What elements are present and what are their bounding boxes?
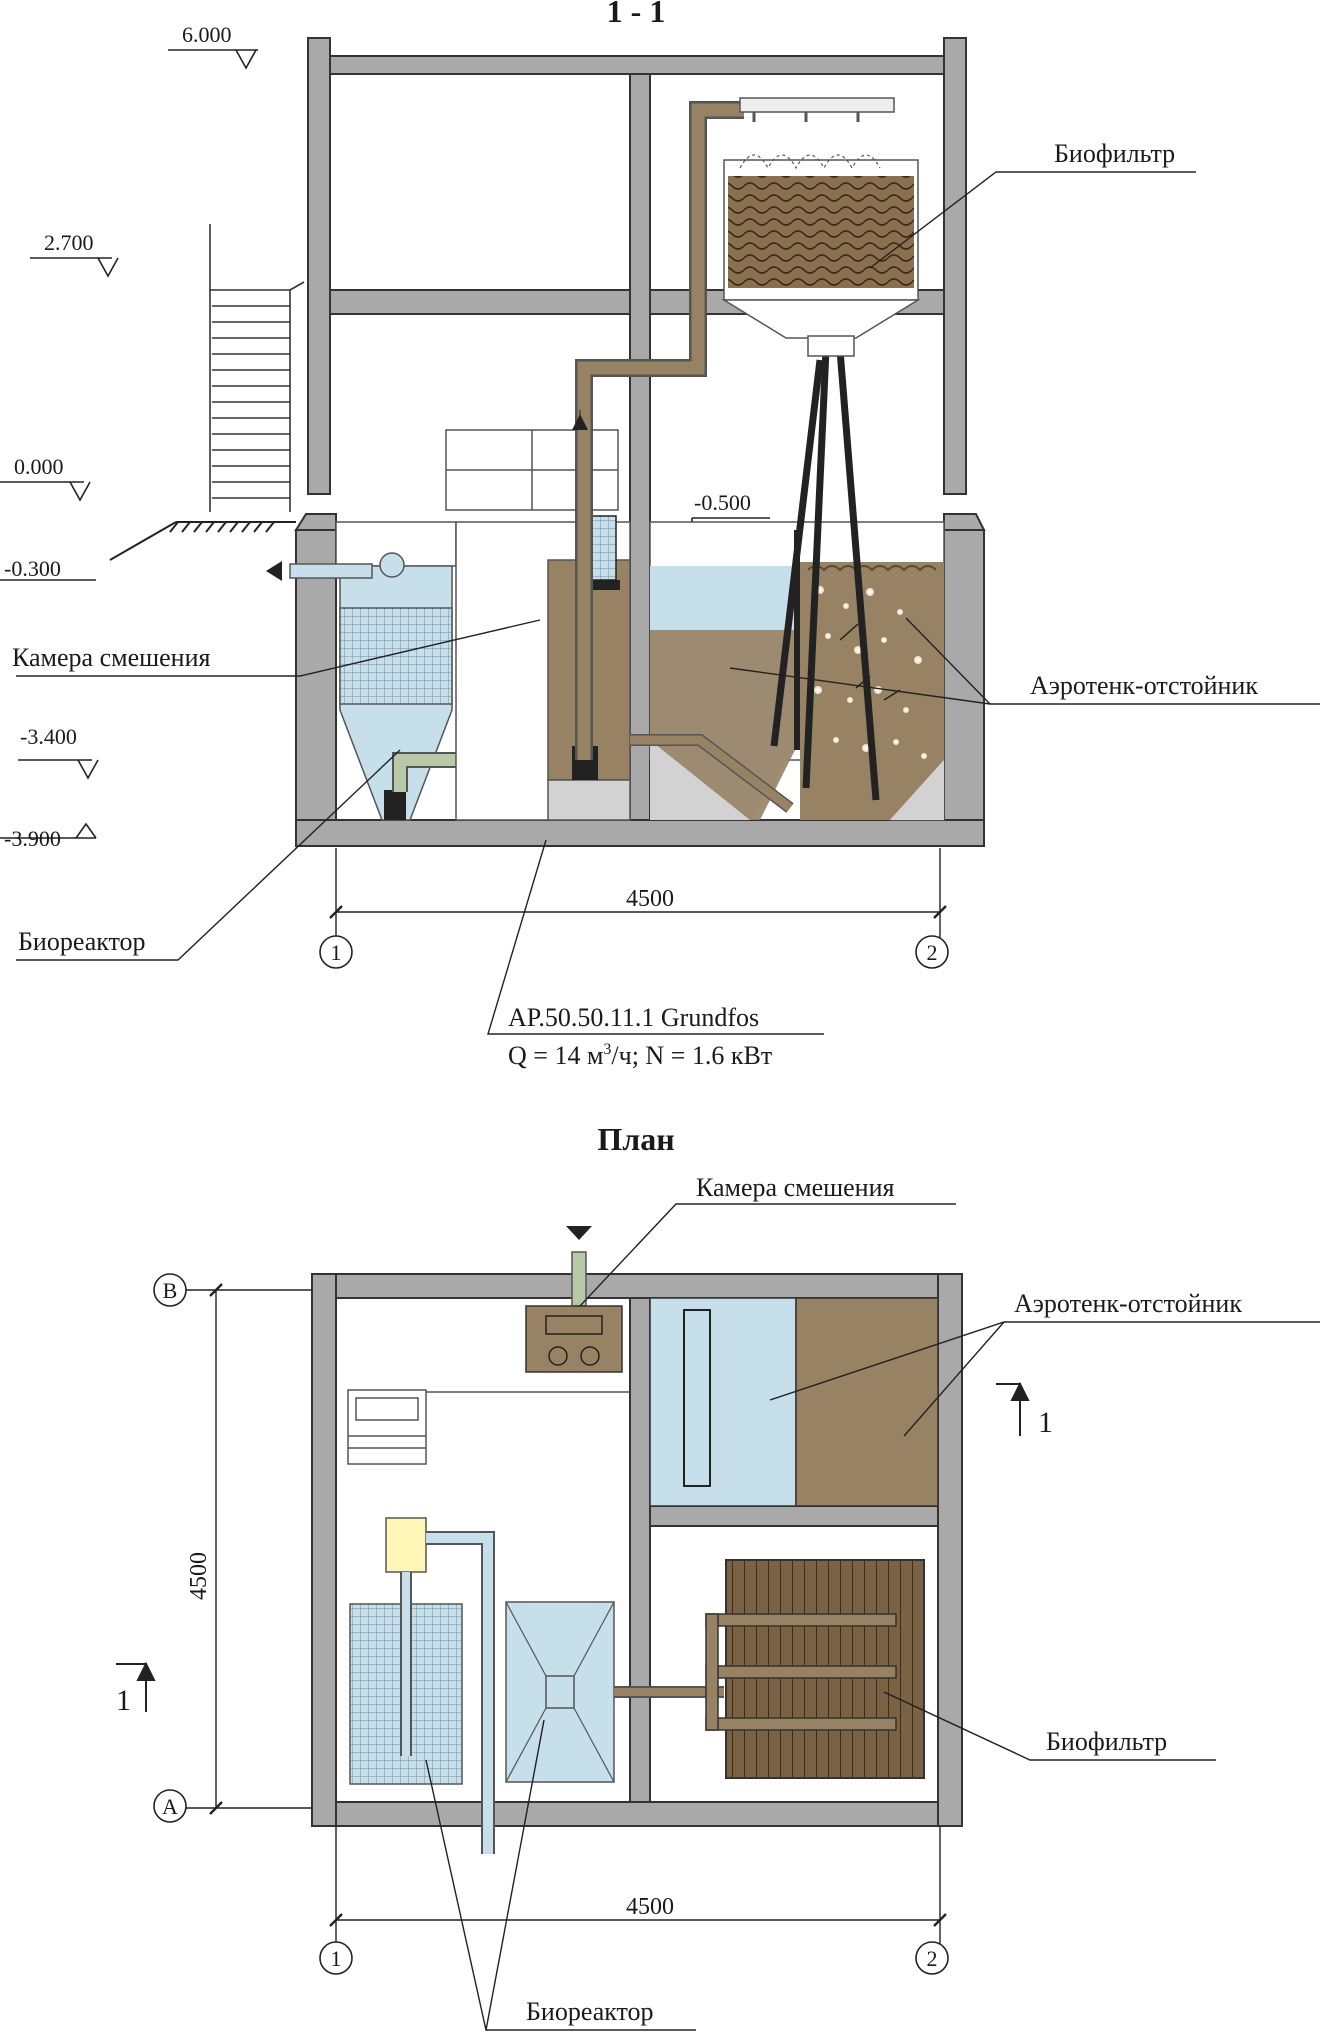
plan-axis-1: 1 — [331, 1946, 342, 1971]
plan-axis-b: В — [163, 1278, 178, 1303]
plan-cut-mark-left: 1 — [116, 1684, 131, 1717]
plan-label-bioreactor: Биореактор — [526, 1997, 654, 2026]
section-leaders — [16, 171, 1320, 1035]
level-minus-0300: -0.300 — [4, 556, 61, 581]
level-6000: 6.000 — [182, 22, 232, 47]
biofilter-legs — [770, 349, 880, 801]
plan-mixing-chamber — [525, 1226, 623, 1373]
plan-label-aerotank: Аэротенк-отстойник — [1014, 1289, 1242, 1318]
pump-spec: Q = 14 м3/ч; N = 1.6 кВт — [508, 1041, 772, 1070]
dimension-4500: 4500 — [626, 886, 674, 912]
section-dimension — [329, 848, 947, 940]
axis-2: 2 — [927, 940, 938, 965]
mixing-chamber-tank — [455, 515, 631, 821]
bioreactor-tank — [266, 521, 457, 821]
section-title: 1 - 1 — [607, 0, 666, 29]
plan-dimensions — [186, 1283, 947, 1948]
label-bioreactor: Биореактор — [18, 927, 146, 956]
plan-aerotank — [649, 1297, 939, 1507]
flow-arrow-icon — [572, 414, 588, 430]
ground-line — [109, 521, 296, 561]
level-minus-3900: -3.900 — [4, 826, 61, 851]
plan-walls — [311, 1273, 963, 1827]
plan-control-panel — [347, 1389, 427, 1465]
plan-axis-a: А — [162, 1794, 178, 1819]
pump-model: AP.50.50.11.1 Grundfos — [508, 1003, 759, 1032]
plan-label-mixing-chamber: Камера смешения — [696, 1173, 894, 1202]
label-aerotank: Аэротенк-отстойник — [1030, 671, 1258, 700]
axis-1: 1 — [331, 940, 342, 965]
section-1-1: 1 - 1 — [0, 0, 1320, 1070]
aerotank-tank — [630, 521, 945, 821]
label-mixing-chamber: Камера смешения — [12, 643, 210, 672]
plan-dimension-vertical: 4500 — [186, 1552, 212, 1600]
level-0000: 0.000 — [14, 454, 64, 479]
level-minus-0500: -0.500 — [694, 490, 751, 515]
inlet-arrow-icon — [566, 1226, 592, 1240]
label-biofilter: Биофильтр — [1054, 139, 1175, 168]
plan-axis-markers — [153, 1273, 949, 1975]
stairs — [209, 224, 305, 512]
axis-markers-section — [319, 935, 949, 969]
level-2700: 2.700 — [44, 230, 94, 255]
plan-axis-2: 2 — [927, 1946, 938, 1971]
plan-cut-marks — [116, 1381, 1030, 1712]
level-minus-3400: -3.400 — [20, 724, 77, 749]
plan-label-biofilter: Биофильтр — [1046, 1727, 1167, 1756]
plan-cut-mark-right: 1 — [1038, 1406, 1053, 1439]
plan-bioreactor — [349, 1517, 615, 1854]
plan-leaders — [425, 1203, 1320, 2031]
plan-view: План — [116, 1121, 1320, 2031]
biofilter-unit — [721, 97, 921, 357]
plan-title: План — [597, 1121, 674, 1157]
plan-dimension-horizontal: 4500 — [626, 1894, 674, 1920]
plan-biofilter — [614, 1559, 925, 1779]
